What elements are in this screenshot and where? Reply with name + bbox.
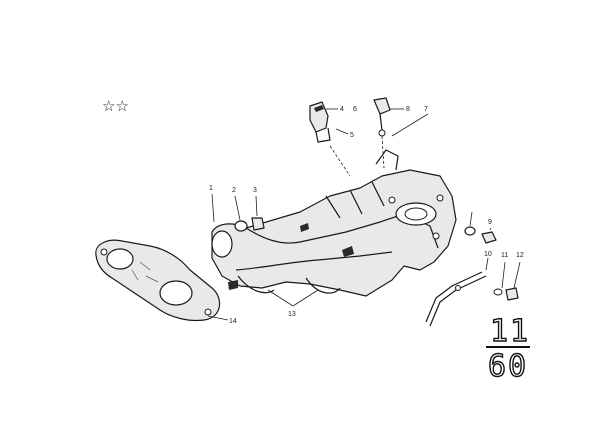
washer-11[interactable]: [493, 288, 503, 296]
callout-4: 4: [340, 106, 344, 113]
callout-10: 10: [484, 251, 492, 258]
temperature-switch[interactable]: [309, 101, 331, 143]
callout-1: 1: [209, 185, 213, 192]
section-label: 11 60: [486, 313, 530, 385]
callout-7: 7: [424, 106, 428, 113]
nut-9[interactable]: [481, 231, 497, 244]
section-subgroup: 60: [488, 349, 528, 384]
bolt-12[interactable]: [505, 287, 519, 301]
callout-6: 6: [353, 106, 357, 113]
callout-13: 13: [288, 311, 296, 318]
washer-8[interactable]: [464, 226, 476, 236]
intake-manifold[interactable]: [211, 149, 457, 297]
bracket[interactable]: [425, 271, 487, 327]
section-group: 11: [490, 314, 530, 349]
callout-3: 3: [253, 187, 257, 194]
washer-2[interactable]: [234, 220, 248, 232]
callout-9: 9: [488, 219, 492, 226]
callout-14: 14: [229, 318, 237, 325]
callout-8: 8: [406, 106, 410, 113]
variant-stars: ☆☆: [102, 97, 129, 115]
gasket[interactable]: [95, 239, 221, 322]
sensor-plug[interactable]: [373, 97, 391, 137]
callout-5: 5: [350, 132, 354, 139]
callout-12: 12: [516, 252, 524, 259]
nut-3[interactable]: [251, 217, 265, 231]
callout-11: 11: [501, 252, 508, 259]
callout-2: 2: [232, 187, 236, 194]
